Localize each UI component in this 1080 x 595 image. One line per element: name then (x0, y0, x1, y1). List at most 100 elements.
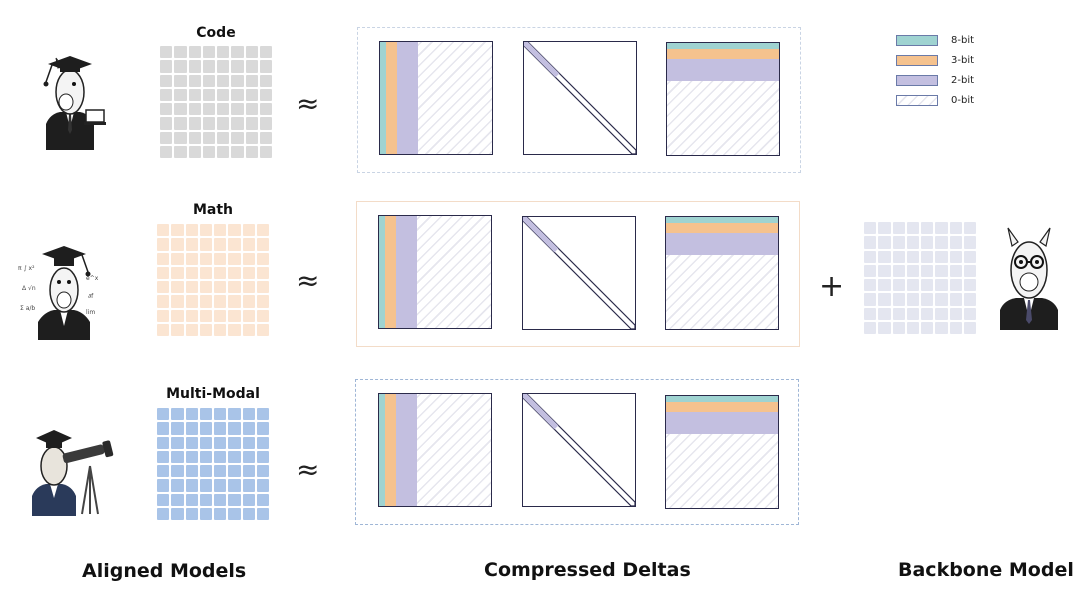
multimodal-title: Multi-Modal (166, 386, 260, 402)
grid-cell (906, 279, 919, 292)
grid-cell (157, 224, 170, 237)
grid-cell (242, 408, 255, 421)
grid-cell (228, 408, 241, 421)
grid-cell (228, 295, 241, 308)
grid-cell (242, 479, 255, 492)
grid-cell (199, 224, 212, 237)
grid-cell (202, 117, 215, 130)
grid-cell (921, 236, 934, 249)
svg-text:Σ a/b: Σ a/b (20, 305, 35, 312)
grid-cell (242, 450, 255, 463)
grid-cell (256, 252, 269, 265)
grid-cell (199, 309, 212, 322)
grid-cell (185, 252, 198, 265)
grid-cell (214, 507, 227, 520)
grid-cell (963, 321, 976, 334)
grid-cell (963, 279, 976, 292)
grid-cell (157, 422, 170, 435)
grid-cell (214, 281, 227, 294)
svg-text:Δ √n: Δ √n (22, 285, 36, 292)
grid-cell (171, 224, 184, 237)
grid-cell (892, 279, 905, 292)
grid-cell (199, 238, 212, 251)
grid-cell (228, 493, 241, 506)
grid-cell (231, 74, 244, 87)
grid-cell (242, 422, 255, 435)
grid-cell (231, 60, 244, 73)
grid-cell (892, 222, 905, 235)
grid-cell (199, 465, 212, 478)
math-delta-panel (356, 201, 800, 347)
grid-cell (906, 293, 919, 306)
grid-cell (256, 436, 269, 449)
grid-cell (921, 250, 934, 263)
grid-cell (174, 46, 187, 59)
grid-cell (864, 264, 877, 277)
grid-cell (214, 323, 227, 336)
grid-cell (157, 507, 170, 520)
grid-cell (242, 436, 255, 449)
grid-cell (228, 281, 241, 294)
grid-cell (245, 145, 258, 158)
grid-cell (864, 279, 877, 292)
grid-cell (878, 321, 891, 334)
grid-cell (171, 309, 184, 322)
grid-cell (185, 465, 198, 478)
llama-graduate-math-icon: π ∫ x² Δ √n Σ a/b e^x ∂f lim (18, 246, 99, 340)
grid-cell (256, 465, 269, 478)
grid-cell (256, 224, 269, 237)
grid-cell (245, 46, 258, 59)
grid-cell (188, 103, 201, 116)
legend-item-2bit: 2-bit (896, 75, 974, 86)
grid-cell (174, 103, 187, 116)
grid-cell (231, 117, 244, 130)
grid-cell (157, 408, 170, 421)
grid-cell (217, 46, 230, 59)
grid-cell (185, 507, 198, 520)
grid-cell (185, 479, 198, 492)
grid-cell (185, 493, 198, 506)
grid-cell (259, 103, 272, 116)
row-quantized-matrix (665, 395, 779, 509)
grid-cell (259, 117, 272, 130)
grid-cell (949, 222, 962, 235)
grid-cell (242, 252, 255, 265)
grid-cell (199, 479, 212, 492)
grid-cell (921, 264, 934, 277)
diagonal-quantized-matrix (522, 216, 636, 330)
grid-cell (174, 131, 187, 144)
grid-cell (935, 250, 948, 263)
approx-symbol-code: ≈ (296, 87, 320, 120)
llama-telescope-icon (32, 430, 114, 516)
grid-cell (157, 266, 170, 279)
grid-cell (256, 309, 269, 322)
grid-cell (171, 323, 184, 336)
grid-cell (906, 321, 919, 334)
grid-cell (214, 408, 227, 421)
grid-cell (214, 479, 227, 492)
compressed-deltas-label: Compressed Deltas (484, 559, 691, 581)
grid-cell (171, 450, 184, 463)
grid-cell (935, 264, 948, 277)
grid-cell (228, 507, 241, 520)
grid-cell (259, 88, 272, 101)
grid-cell (935, 222, 948, 235)
grid-cell (864, 250, 877, 263)
grid-cell (935, 236, 948, 249)
grid-cell (256, 281, 269, 294)
grid-cell (214, 238, 227, 251)
grid-cell (157, 281, 170, 294)
grid-cell (949, 307, 962, 320)
grid-cell (878, 264, 891, 277)
grid-cell (214, 252, 227, 265)
legend-swatch-3bit (896, 55, 938, 66)
grid-cell (199, 281, 212, 294)
grid-cell (259, 74, 272, 87)
grid-cell (256, 493, 269, 506)
grid-cell (185, 450, 198, 463)
grid-cell (892, 250, 905, 263)
grid-cell (185, 224, 198, 237)
grid-cell (906, 236, 919, 249)
grid-cell (160, 74, 173, 87)
grid-cell (174, 145, 187, 158)
